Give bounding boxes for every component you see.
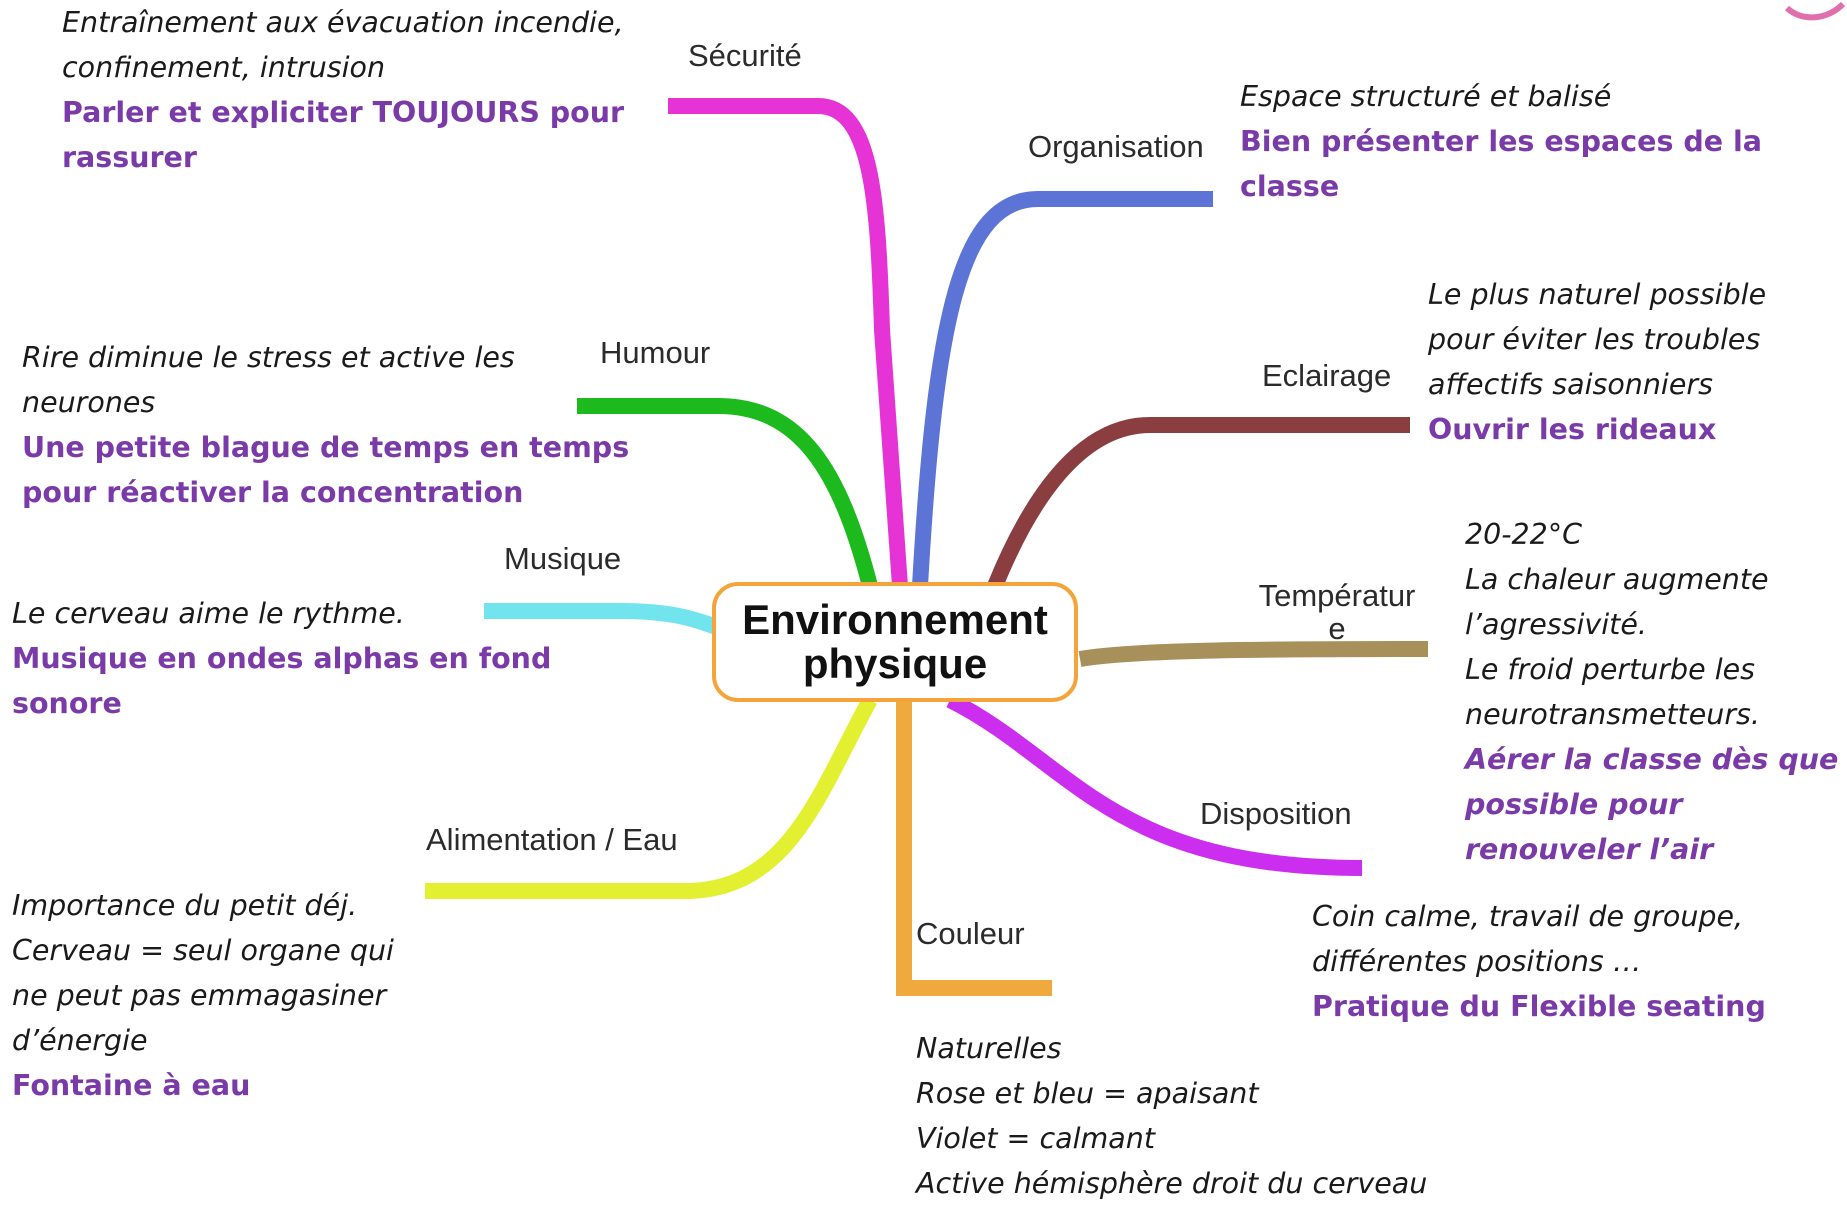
note-temperature-line-5: neurotransmetteurs. (1465, 698, 1760, 732)
note-humour-action-1: Une petite blague de temps en temps (22, 431, 630, 465)
note-musique: Le cerveau aime le rythme. Musique en on… (12, 591, 551, 726)
note-securite: Entraînement aux évacuation incendie, co… (62, 0, 624, 180)
note-couleur-line-1: Naturelles (916, 1032, 1062, 1065)
note-securite-action-1: Parler et expliciter TOUJOURS pour (62, 96, 625, 130)
branch-line-disposition (946, 692, 1363, 876)
note-disposition: Coin calme, travail de groupe, différent… (1312, 894, 1766, 1029)
branch-label-eclairage[interactable]: Eclairage (1262, 358, 1392, 393)
note-temperature-line-3: l’agressivité. (1465, 608, 1647, 642)
note-temperature-line-1: 20-22°C (1465, 518, 1582, 551)
note-disposition-action-1: Pratique du Flexible seating (1312, 990, 1766, 1024)
branch-label-alimentation[interactable]: Alimentation / Eau (426, 822, 678, 857)
note-alimentation-line-1: Importance du petit déj. (12, 889, 358, 922)
note-organisation-action-1: Bien présenter les espaces de la classe (1240, 125, 1763, 204)
note-securite-line-1: Entraînement aux évacuation incendie, (62, 6, 624, 39)
note-alimentation-line-3: ne peut pas emmagasiner (12, 979, 387, 1013)
branch-line-temperature (1078, 641, 1429, 667)
branch-line-alimentation (425, 696, 877, 899)
note-securite-action-2: rassurer (62, 141, 197, 175)
note-musique-line-1: Le cerveau aime le rythme. (12, 597, 405, 630)
note-temperature: 20-22°C La chaleur augmente l’agressivit… (1465, 512, 1838, 872)
branch-label-organisation[interactable]: Organisation (1028, 129, 1204, 164)
branch-label-humour[interactable]: Humour (600, 335, 711, 370)
note-disposition-line-1: Coin calme, travail de groupe, (1312, 900, 1744, 933)
note-eclairage-line-3: affectifs saisonniers (1428, 368, 1713, 402)
note-musique-action-1: Musique en ondes alphas en fond (12, 642, 552, 676)
note-organisation: Espace structuré et balisé Bien présente… (1240, 74, 1847, 209)
note-musique-action-2: sonore (12, 687, 122, 721)
note-eclairage: Le plus naturel possible pour éviter les… (1428, 272, 1766, 452)
note-alimentation-line-2: Cerveau = seul organe qui (12, 934, 394, 968)
note-alimentation-line-4: d’énergie (12, 1024, 148, 1058)
note-couleur-line-2: Rose et bleu = apaisant (916, 1077, 1259, 1111)
note-couleur: Naturelles Rose et bleu = apaisant Viole… (916, 1026, 1427, 1206)
note-temperature-action-1: Aérer la classe dès que (1465, 743, 1839, 777)
note-alimentation: Importance du petit déj. Cerveau = seul … (12, 883, 394, 1108)
note-couleur-line-3: Violet = calmant (916, 1122, 1155, 1156)
note-temperature-line-2: La chaleur augmente (1465, 563, 1769, 597)
branch-line-organisation (912, 191, 1213, 587)
corner-stroke (1784, 1, 1846, 21)
note-temperature-action-3: renouveler l’air (1465, 833, 1714, 867)
note-disposition-line-2: différentes positions … (1312, 945, 1642, 979)
branch-line-eclairage (987, 417, 1410, 590)
note-eclairage-line-1: Le plus naturel possible (1428, 278, 1767, 311)
note-humour-line-2: neurones (22, 386, 156, 420)
branch-label-musique[interactable]: Musique (504, 541, 622, 576)
note-organisation-line-1: Espace structuré et balisé (1240, 80, 1612, 113)
note-humour-action-2: pour réactiver la concentration (22, 476, 524, 510)
note-temperature-action-2: possible pour (1465, 788, 1683, 822)
branch-line-couleur (896, 700, 1052, 996)
note-securite-line-2: confinement, intrusion (62, 51, 386, 85)
branch-line-humour (577, 398, 878, 589)
central-topic[interactable]: Environnement physique (712, 582, 1078, 702)
branch-label-couleur[interactable]: Couleur (916, 916, 1025, 951)
note-alimentation-action-1: Fontaine à eau (12, 1069, 251, 1103)
branch-label-securite[interactable]: Sécurité (688, 38, 802, 73)
note-couleur-line-4: Active hémisphère droit du cerveau (916, 1167, 1428, 1201)
note-humour-line-1: Rire diminue le stress et active les (22, 341, 515, 374)
note-humour: Rire diminue le stress et active les neu… (22, 335, 629, 515)
branch-label-disposition[interactable]: Disposition (1200, 796, 1352, 831)
central-topic-line-2: physique (802, 640, 988, 687)
note-temperature-line-4: Le froid perturbe les (1465, 653, 1756, 687)
central-topic-line-1: Environnement (742, 595, 1048, 643)
corner-decoration (1784, 1, 1846, 21)
branch-line-securite (668, 98, 908, 587)
note-eclairage-line-2: pour éviter les troubles (1428, 323, 1761, 357)
branch-label-temperature[interactable]: Températur e (1258, 578, 1416, 646)
note-eclairage-action-1: Ouvrir les rideaux (1428, 413, 1717, 447)
